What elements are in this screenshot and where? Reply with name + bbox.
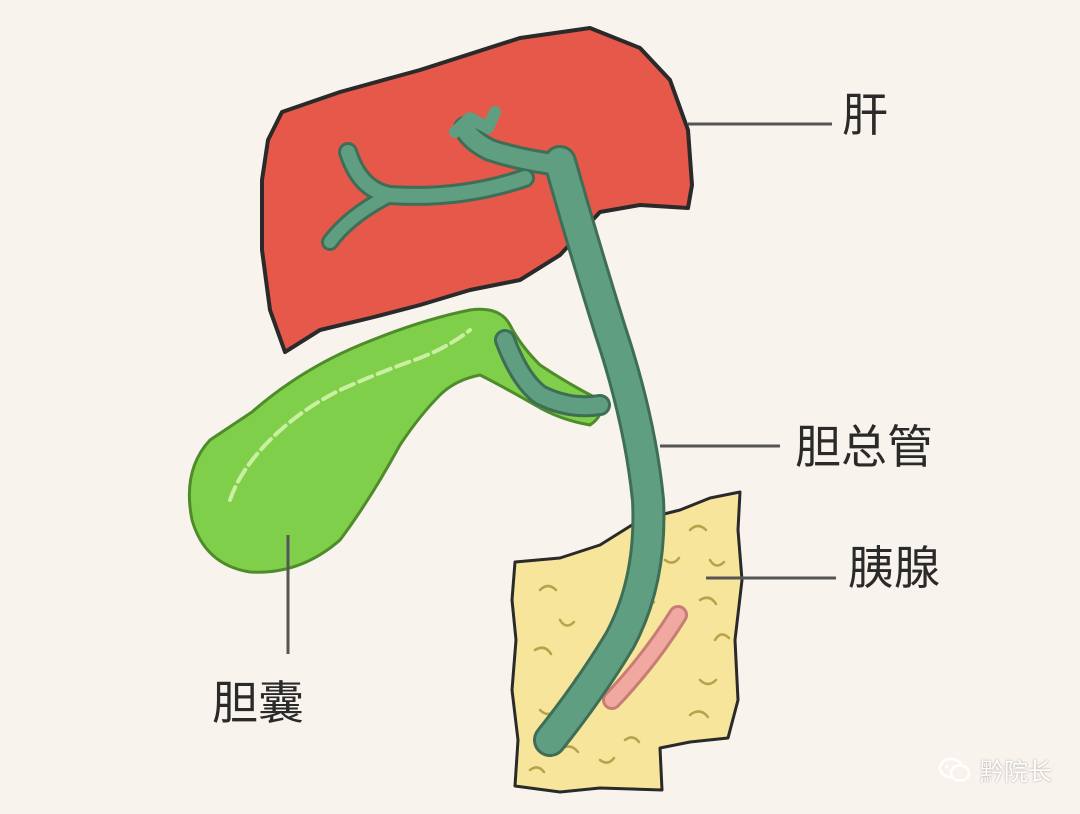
watermark-text: 黔院长 (980, 758, 1052, 786)
label-pancreas: 胰腺 (848, 541, 940, 595)
label-gallbladder: 胆囊 (212, 676, 304, 730)
wechat-icon (938, 757, 971, 782)
label-liver: 肝 (842, 88, 888, 142)
leader-lines (286, 122, 836, 654)
gallbladder-shape (187, 307, 603, 574)
bile-duct-shape (321, 106, 666, 757)
label-common-bile-duct: 胆总管 (795, 420, 933, 474)
watermark: 黔院长 (938, 752, 1052, 787)
